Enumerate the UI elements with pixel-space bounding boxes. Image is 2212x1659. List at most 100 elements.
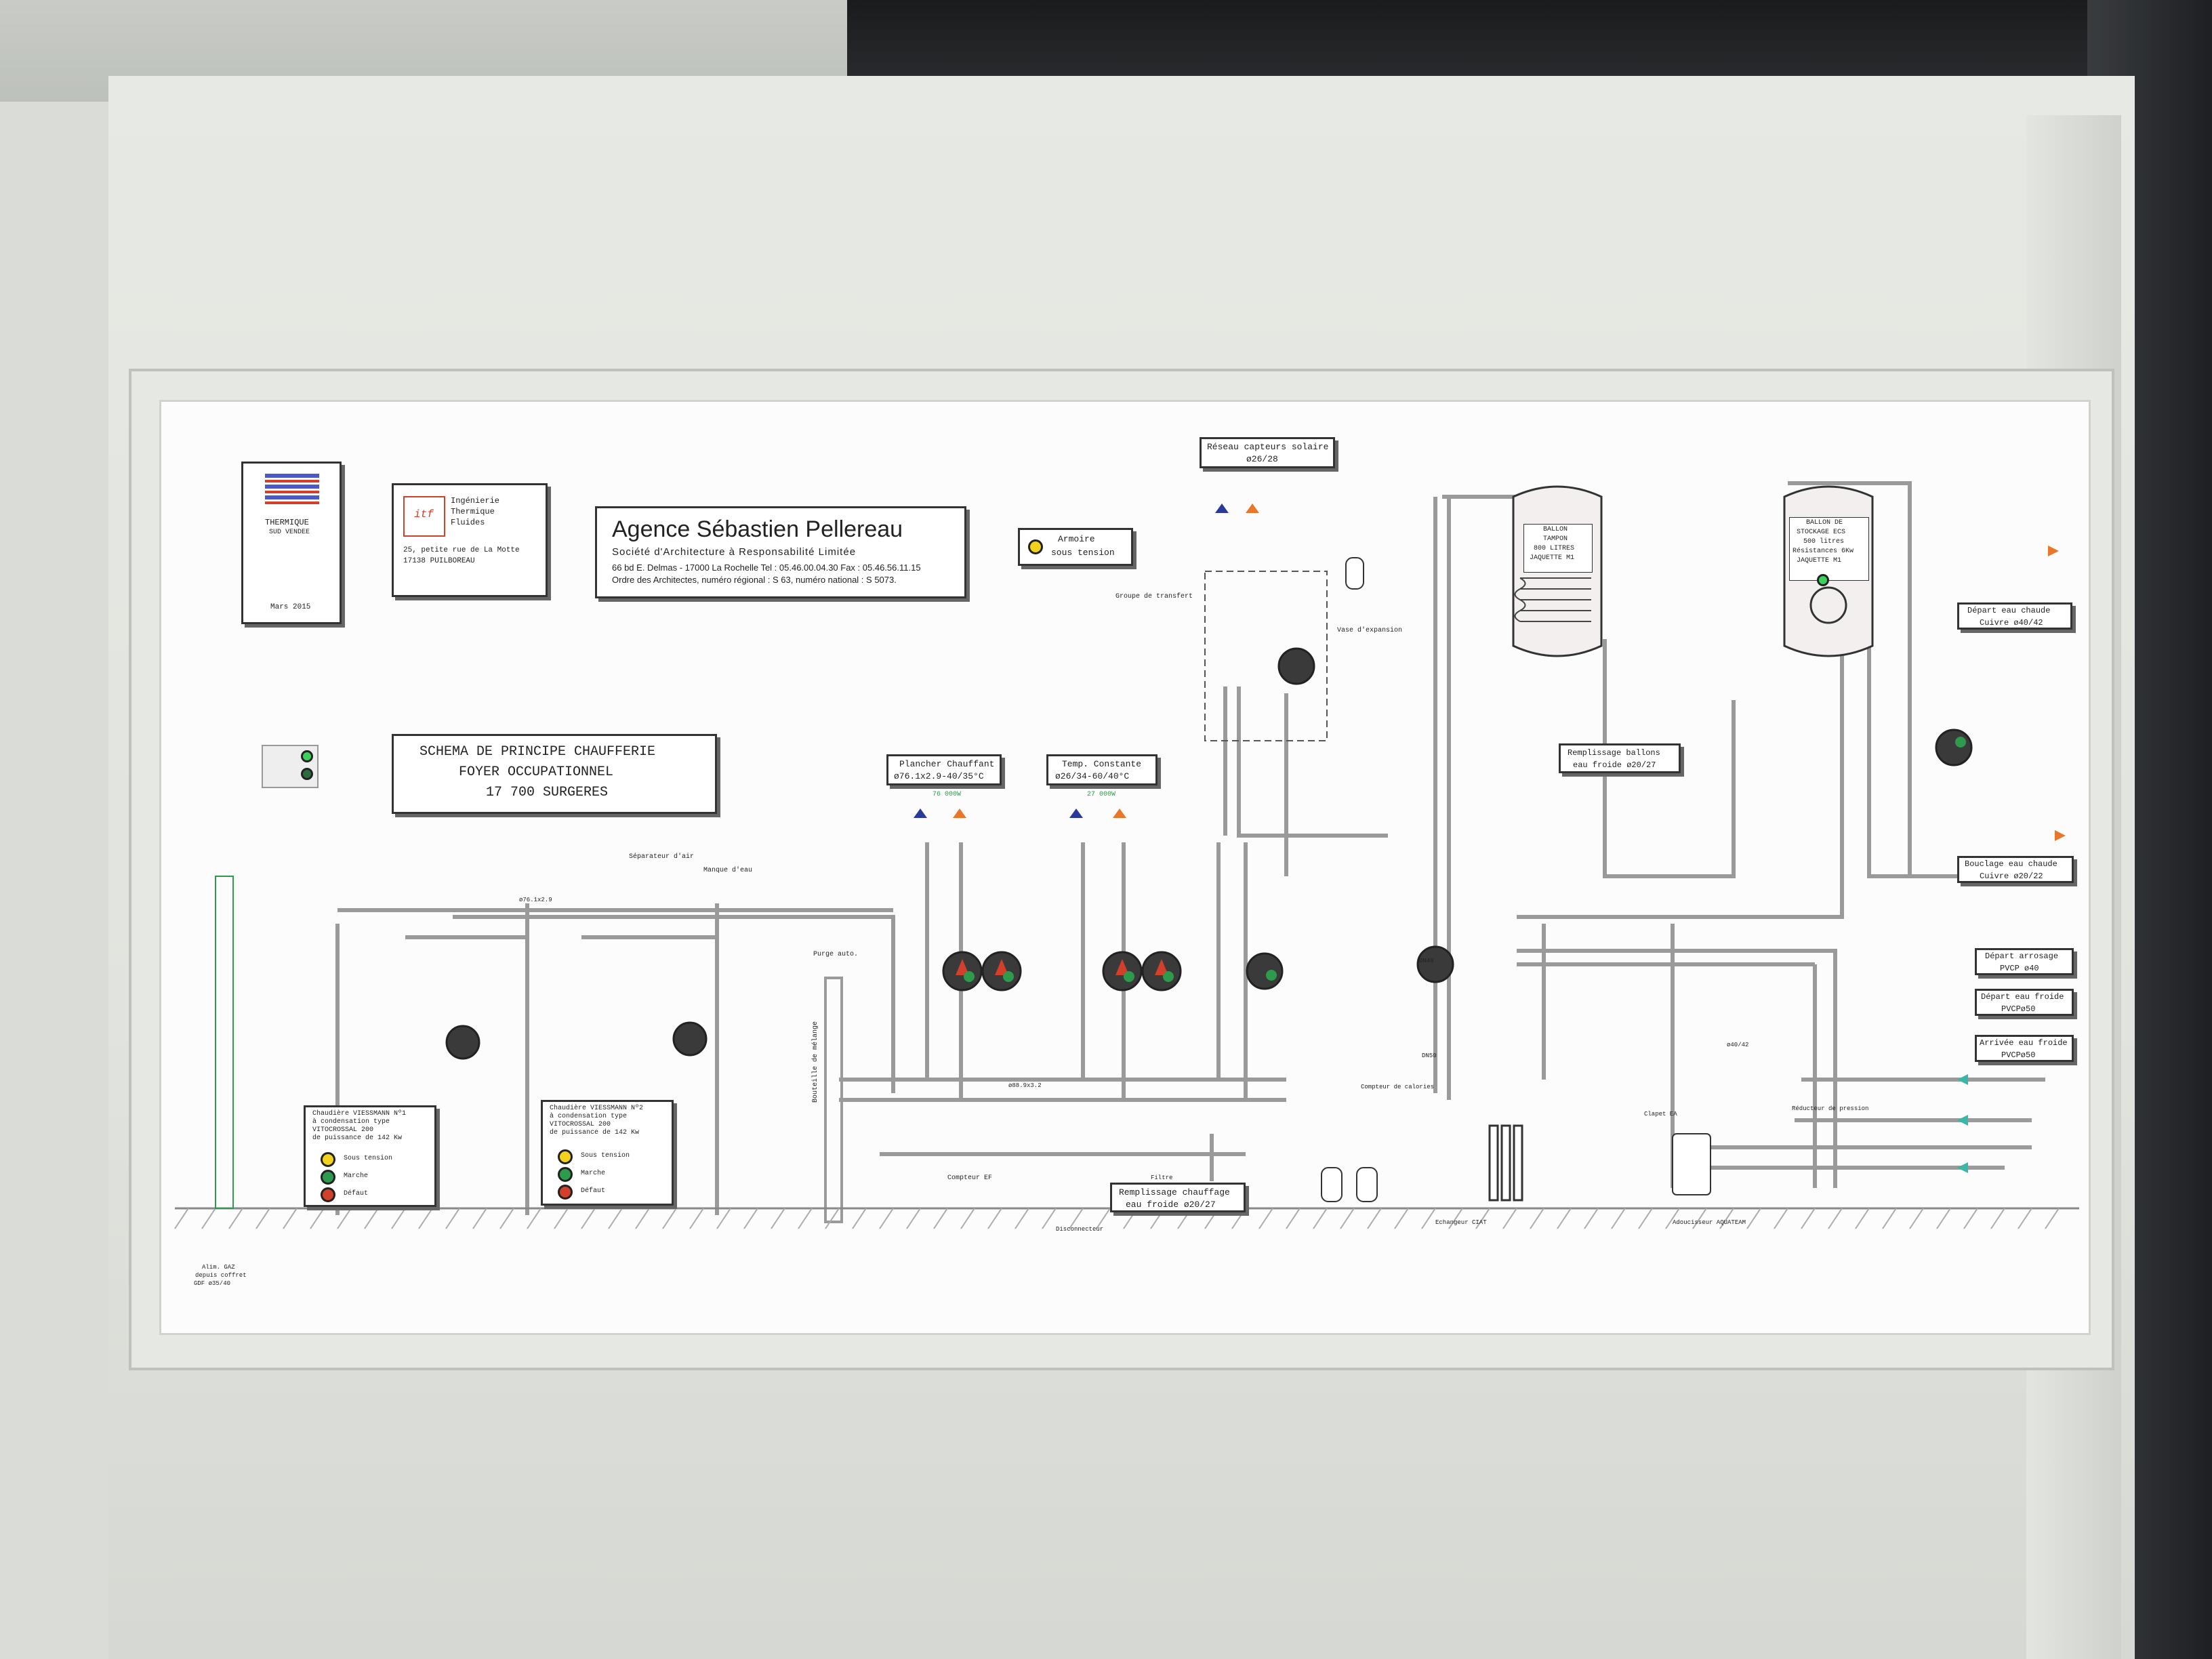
boiler2-legend-1: Marche xyxy=(581,1170,606,1177)
thermique-card: THERMIQUE SUD VENDEE Mars 2015 xyxy=(241,462,342,624)
tampon-line1: BALLON xyxy=(1543,526,1568,533)
architect-registration: Ordre des Architectes, numéro régional :… xyxy=(612,575,897,585)
temp-constante-label: Temp. Constante ø26/34-60/40°C xyxy=(1046,754,1158,785)
dn40-label: DN40 xyxy=(1419,958,1434,964)
boiler1-power-lamp-icon xyxy=(321,1152,335,1167)
bouclage-label: Bouclage eau chaude Cuivre ø20/22 xyxy=(1957,856,2074,883)
filtre-label: Filtre xyxy=(1151,1174,1173,1181)
arrivee-froide-line1: Arrivée eau froide xyxy=(1980,1038,2068,1048)
stockage-line5: JAQUETTE M1 xyxy=(1797,557,1842,565)
echangeur-label: Echangeur CIAT xyxy=(1435,1219,1487,1226)
depart-chaude-line2: Cuivre ø40/42 xyxy=(1980,618,2043,628)
boiler2-line3: VITOCROSSAL 200 xyxy=(550,1121,611,1128)
pipe-size-1: ø76.1x2.9 xyxy=(519,897,552,903)
thermique-subtitle: SUD VENDEE xyxy=(269,529,310,536)
solar-network-label: Réseau capteurs solaire ø26/28 xyxy=(1200,437,1335,468)
plancher-line2: ø76.1x2.9-40/35°C xyxy=(894,771,984,781)
bouclage-line1: Bouclage eau chaude xyxy=(1965,859,2057,869)
bouclage-line2: Cuivre ø20/22 xyxy=(1980,872,2043,881)
temp-line2: ø26/34-60/40°C xyxy=(1055,771,1130,781)
separateur-label: Séparateur d'air xyxy=(629,853,695,861)
boiler1-line3: VITOCROSSAL 200 xyxy=(312,1126,374,1134)
schema-title-card: SCHEMA DE PRINCIPE CHAUFFERIE FOYER OCCU… xyxy=(392,734,717,814)
ballon-stockage-label: BALLON DE STOCKAGE ECS 500 litres Résist… xyxy=(1789,517,1869,581)
boiler2-line4: de puissance de 142 Kw xyxy=(550,1129,640,1136)
architect-name: Agence Sébastien Pellereau xyxy=(612,516,903,542)
stockage-line4: Résistances 6Kw xyxy=(1793,548,1854,555)
engineering-city: 17138 PUILBOREAU xyxy=(403,557,475,565)
tampon-line4: JAQUETTE M1 xyxy=(1530,554,1575,562)
boiler-2-panel: Chaudière VIESSMANN Nº2 à condensation t… xyxy=(541,1100,674,1206)
depart-froide-line1: Départ eau froide xyxy=(1981,992,2064,1002)
reducteur-label: Réducteur de pression xyxy=(1792,1105,1869,1112)
dn50-label: DN50 xyxy=(1422,1052,1437,1059)
armoire-line1: Armoire xyxy=(1058,534,1095,544)
boiler1-fault-lamp-icon xyxy=(321,1187,335,1202)
remplissage-chauffage-line1: Remplissage chauffage xyxy=(1119,1187,1230,1197)
solar-line1: Réseau capteurs solaire xyxy=(1207,442,1329,452)
vase-expansion-label: Vase d'expansion xyxy=(1337,627,1403,634)
boiler1-line1: Chaudière VIESSMANN Nº1 xyxy=(312,1110,407,1118)
boiler2-power-lamp-icon xyxy=(558,1149,573,1164)
depart-chaude-line1: Départ eau chaude xyxy=(1967,606,2051,615)
boiler2-line2: à condensation type xyxy=(550,1113,628,1120)
engineering-line2: Thermique xyxy=(451,507,495,516)
adoucisseur-label: Adoucisseur AQUATEAM xyxy=(1673,1219,1746,1226)
thermique-logo xyxy=(265,474,319,504)
boiler1-legend-1: Marche xyxy=(344,1172,369,1180)
depart-eau-froide-label: Départ eau froide PVCPø50 xyxy=(1975,989,2074,1016)
arrosage-line1: Départ arrosage xyxy=(1985,951,2059,961)
boiler1-line2: à condensation type xyxy=(312,1118,390,1126)
plancher-chauffant-label: Plancher Chauffant ø76.1x2.9-40/35°C xyxy=(886,754,1002,785)
compteur-ef-label: Compteur EF xyxy=(947,1174,993,1182)
boiler2-legend-2: Défaut xyxy=(581,1187,606,1195)
boiler-1-panel: Chaudière VIESSMANN Nº1 à condensation t… xyxy=(304,1105,436,1207)
boiler2-run-lamp-icon xyxy=(558,1167,573,1182)
itf-logo-text: itf xyxy=(414,508,434,520)
boiler1-legend-2: Défaut xyxy=(344,1190,369,1197)
engineering-address: 25, petite rue de La Motte xyxy=(403,546,520,554)
stockage-line3: 500 litres xyxy=(1803,538,1845,546)
bouteille-label: Bouteille de mélange xyxy=(812,1021,819,1103)
architect-card: Agence Sébastien Pellereau Société d'Arc… xyxy=(595,506,966,598)
schema-title-line2: FOYER OCCUPATIONNEL xyxy=(459,764,614,780)
thermique-date: Mars 2015 xyxy=(270,603,311,611)
armoire-line2: sous tension xyxy=(1051,548,1115,558)
purge-auto-label: Purge auto. xyxy=(813,951,859,958)
schematic-board: THERMIQUE SUD VENDEE Mars 2015 itf Ingén… xyxy=(159,400,2091,1335)
depart-eau-chaude-label: Départ eau chaude Cuivre ø40/42 xyxy=(1957,602,2072,630)
remplissage-chauffage-label: Remplissage chauffage eau froide ø20/27 xyxy=(1110,1183,1246,1212)
engineering-line1: Ingénierie xyxy=(451,496,500,506)
ballon-tampon-label: BALLON TAMPON 800 LITRES JAQUETTE M1 xyxy=(1523,524,1593,573)
arrivee-froide-line2: PVCPø50 xyxy=(2001,1050,2036,1060)
manque-eau-label: Manque d'eau xyxy=(703,867,753,874)
switch-lamp2-icon xyxy=(301,768,313,780)
arrosage-line2: PVCP ø40 xyxy=(2000,964,2039,973)
architect-address: 66 bd E. Delmas - 17000 La Rochelle Tel … xyxy=(612,562,921,573)
alim-gaz-label: Alim. GAZ xyxy=(202,1264,235,1271)
tampon-line3: 800 LITRES xyxy=(1534,545,1575,552)
solar-line2: ø26/28 xyxy=(1246,454,1278,464)
groupe-transfert-label: Groupe de transfert xyxy=(1115,593,1193,600)
schema-title-line3: 17 700 SURGERES xyxy=(486,785,609,800)
boiler2-fault-lamp-icon xyxy=(558,1185,573,1200)
itf-logo: itf xyxy=(403,496,445,537)
temp-constante-flow: 27 000W xyxy=(1087,791,1116,798)
pipe-size-2: ø88.9x3.2 xyxy=(1008,1082,1042,1089)
switch-lamp-icon xyxy=(301,750,313,762)
alim-gaz-line3: GDF ø35/40 xyxy=(194,1280,231,1287)
remplissage-ballons-label: Remplissage ballons eau froide ø20/27 xyxy=(1559,743,1681,773)
stockage-line1: BALLON DE xyxy=(1806,519,1843,527)
boiler1-legend-0: Sous tension xyxy=(344,1155,393,1162)
thermique-title: THERMIQUE xyxy=(265,518,309,527)
remplissage-ballons-line2: eau froide ø20/27 xyxy=(1573,760,1656,770)
boiler2-line1: Chaudière VIESSMANN Nº2 xyxy=(550,1105,644,1112)
engineering-card: itf Ingénierie Thermique Fluides 25, pet… xyxy=(392,483,548,597)
boiler2-legend-0: Sous tension xyxy=(581,1152,630,1160)
plancher-line1: Plancher Chauffant xyxy=(899,759,995,769)
ecs-lamp-icon xyxy=(1817,574,1829,586)
test-switch[interactable] xyxy=(262,745,319,788)
compteur-calories-label: Compteur de calories xyxy=(1361,1084,1435,1090)
architect-subtitle: Société d'Architecture à Responsabilité … xyxy=(612,546,857,558)
boiler1-run-lamp-icon xyxy=(321,1170,335,1185)
